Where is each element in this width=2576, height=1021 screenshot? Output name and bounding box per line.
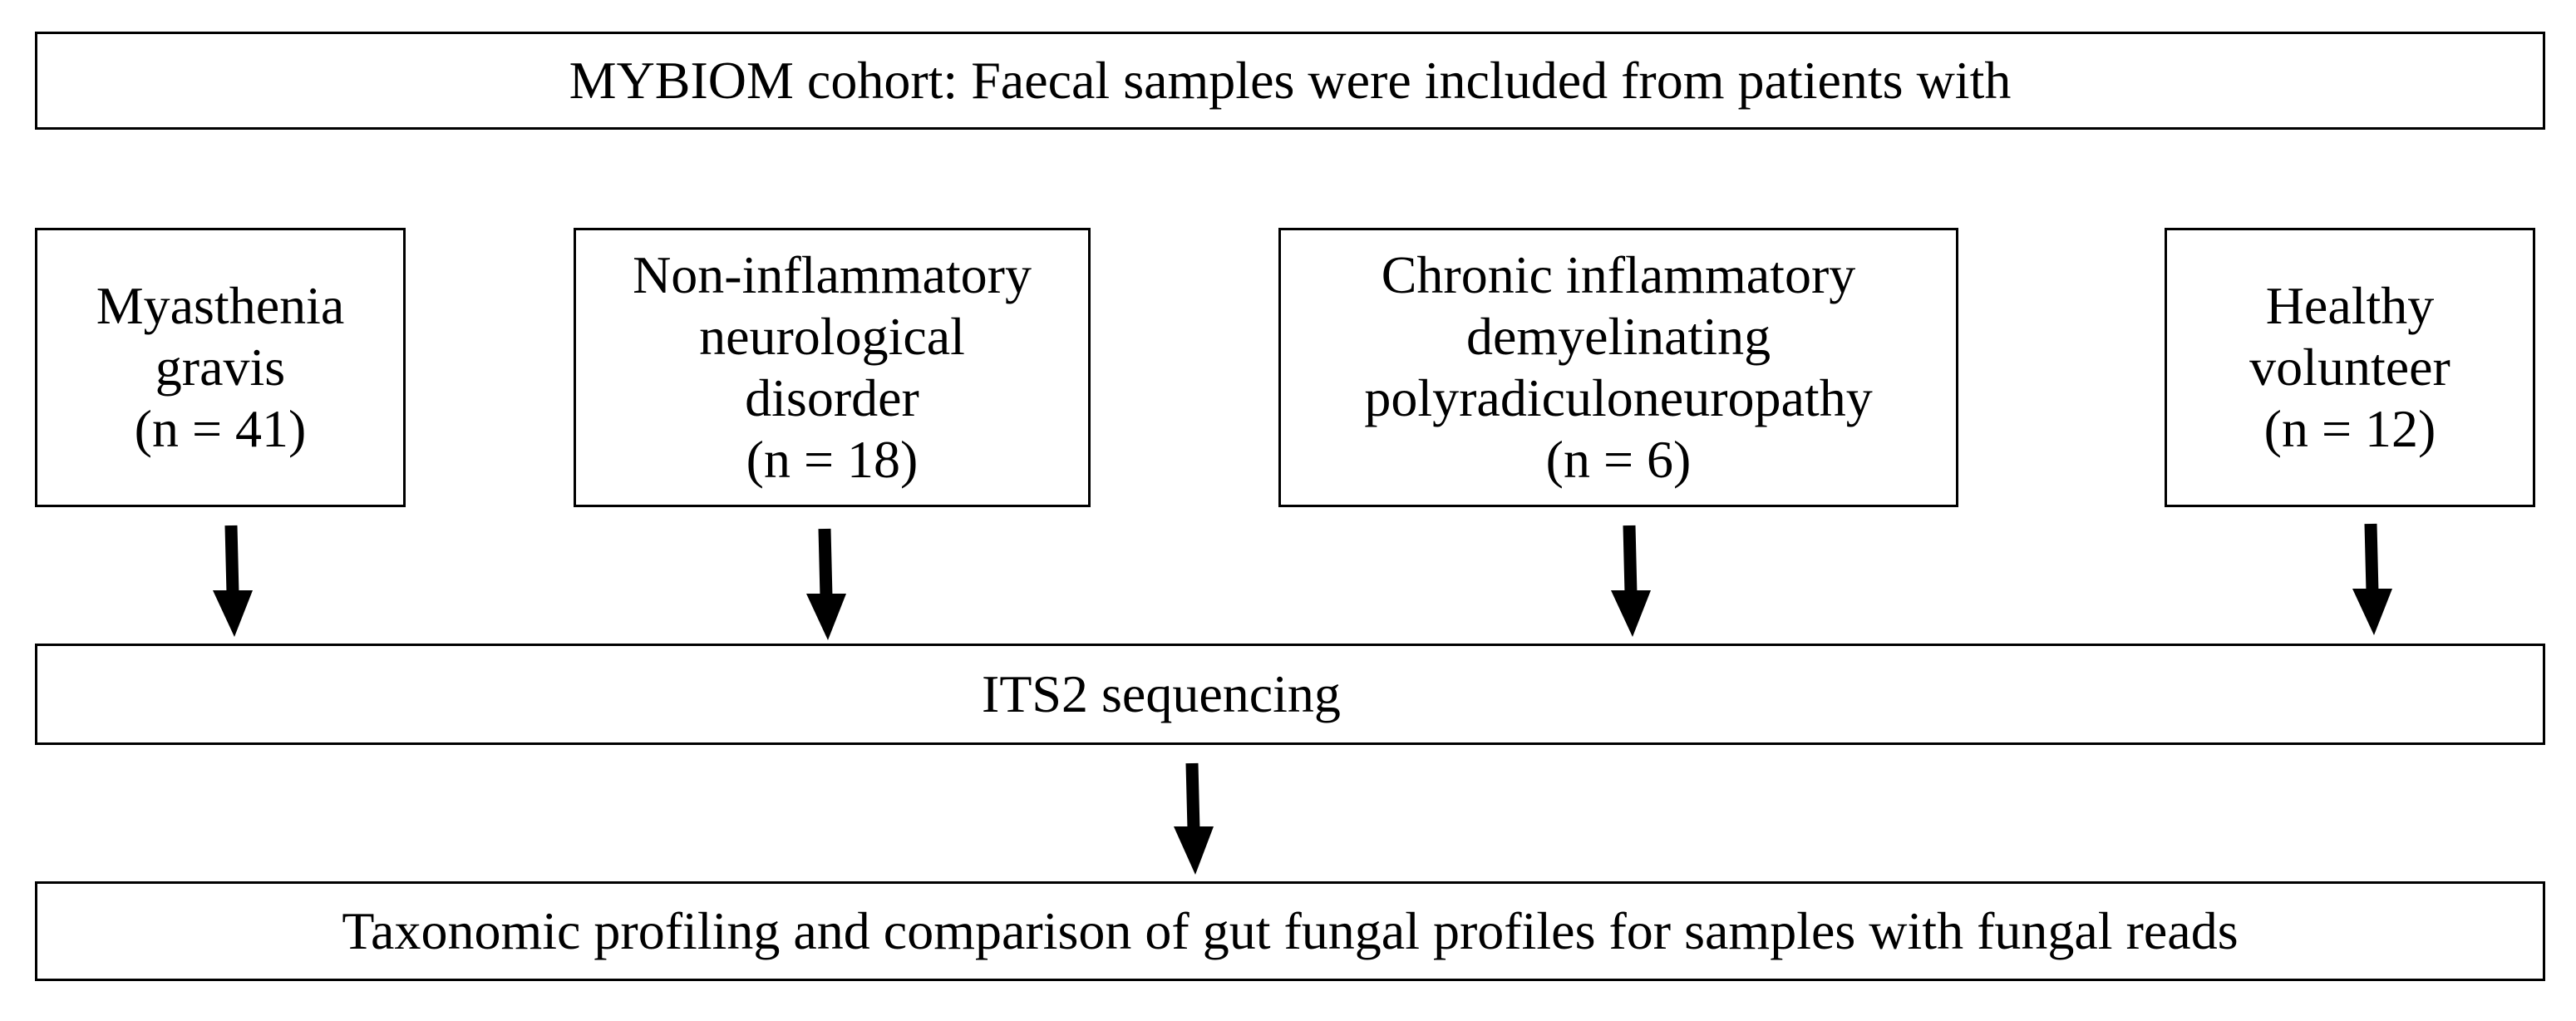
group-label-line: gravis [155, 338, 286, 397]
cohort-header-text: MYBIOM cohort: Faecal samples were inclu… [569, 50, 2012, 110]
arrow-healthy-to-sequencing [2352, 523, 2392, 635]
group-count: (n = 6) [1545, 430, 1692, 489]
group-box-cidp: Chronic inflammatory demyelinating polyr… [1278, 228, 1958, 507]
result-text: Taxonomic profiling and comparison of gu… [342, 900, 2239, 960]
arrow-cidp-to-sequencing [1611, 525, 1651, 637]
sequencing-text: ITS2 sequencing [982, 663, 1341, 723]
group-box-healthy-volunteer: Healthy volunteer (n = 12) [2165, 228, 2535, 507]
sequencing-box: ITS2 sequencing [35, 644, 2545, 745]
group-label-line: disorder [745, 368, 919, 427]
group-label-line: Chronic inflammatory [1381, 245, 1856, 304]
group-box-non-inflammatory: Non-inflammatory neurological disorder (… [574, 228, 1091, 507]
group-count: (n = 41) [134, 399, 307, 458]
group-box-myasthenia-gravis: Myasthenia gravis (n = 41) [35, 228, 406, 507]
group-label-non-inflammatory: Non-inflammatory neurological disorder (… [633, 244, 1032, 491]
group-label-line: demyelinating [1465, 307, 1771, 366]
group-label-line: Non-inflammatory [633, 245, 1032, 304]
cohort-header-box: MYBIOM cohort: Faecal samples were inclu… [35, 32, 2545, 130]
group-count: (n = 12) [2263, 399, 2436, 458]
group-label-line: Myasthenia [96, 276, 345, 335]
arrow-myasthenia-to-sequencing [213, 525, 253, 637]
group-label-line: neurological [699, 307, 965, 366]
arrow-non-inflammatory-to-sequencing [806, 528, 846, 640]
group-label-line: Healthy [2265, 276, 2435, 335]
group-label-line: polyradiculoneuropathy [1364, 368, 1873, 427]
group-label-line: volunteer [2249, 338, 2450, 397]
group-label-cidp: Chronic inflammatory demyelinating polyr… [1364, 244, 1872, 491]
result-box: Taxonomic profiling and comparison of gu… [35, 881, 2545, 981]
arrow-sequencing-to-result [1174, 762, 1214, 875]
group-label-healthy-volunteer: Healthy volunteer (n = 12) [2249, 275, 2450, 460]
group-count: (n = 18) [746, 430, 919, 489]
group-label-myasthenia-gravis: Myasthenia gravis (n = 41) [96, 275, 345, 460]
